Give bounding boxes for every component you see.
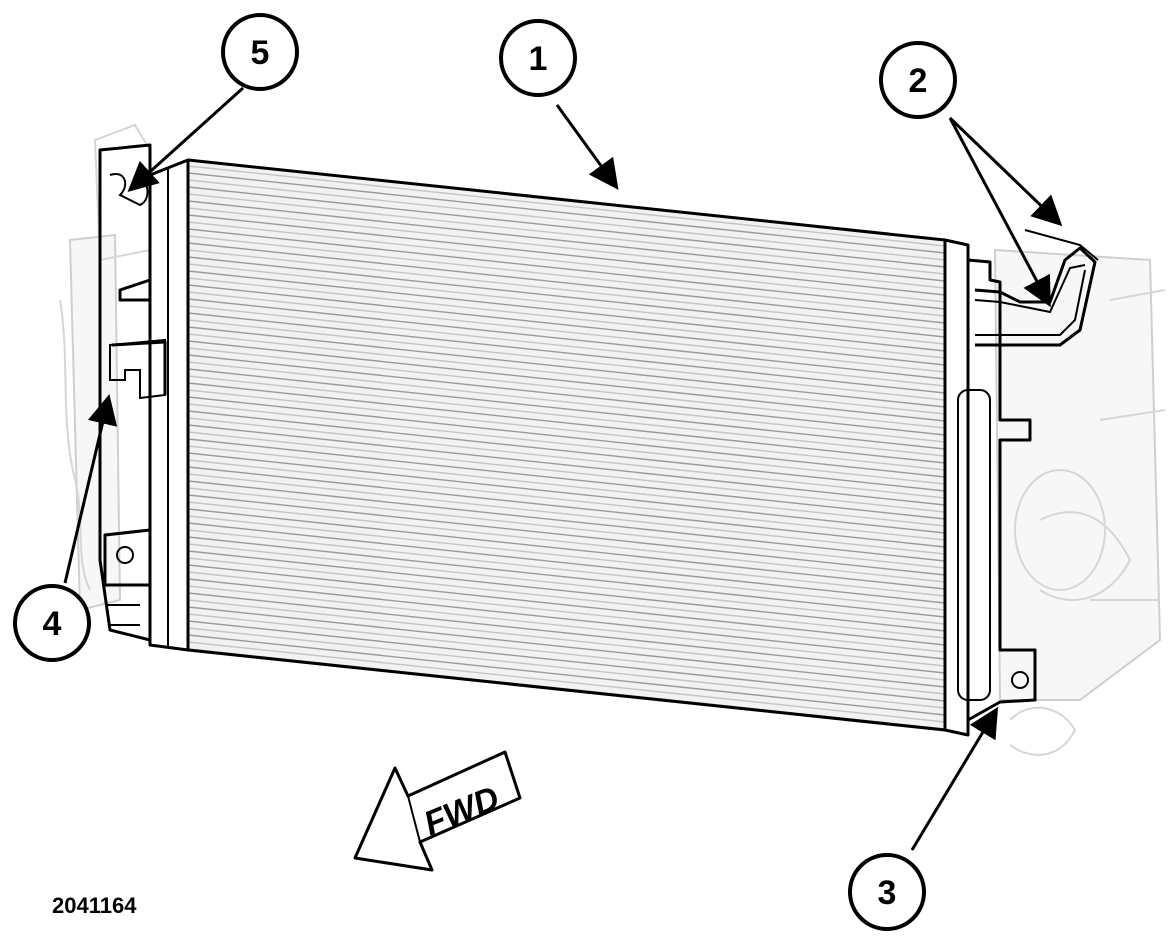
fin-line xyxy=(188,403,945,485)
fin-line xyxy=(188,564,945,646)
fin-line xyxy=(188,473,945,555)
fin-line xyxy=(188,172,945,254)
fin-line xyxy=(188,494,945,576)
fin-line xyxy=(188,445,945,527)
fin-line xyxy=(188,410,945,492)
fin-line xyxy=(188,221,945,303)
fin-line xyxy=(188,557,945,639)
fin-line xyxy=(188,228,945,310)
fin-line xyxy=(188,480,945,562)
fin-line xyxy=(188,249,945,331)
callout-2: 2 xyxy=(879,41,957,119)
leader-3 xyxy=(910,706,999,851)
fin-line xyxy=(188,613,945,695)
callout-3: 3 xyxy=(848,853,926,931)
fin-line xyxy=(188,263,945,345)
fin-line xyxy=(188,319,945,401)
fin-line xyxy=(188,312,945,394)
callout-1-label: 1 xyxy=(529,40,548,78)
leader-4 xyxy=(63,394,118,584)
leader-2a xyxy=(948,116,1063,227)
callout-5: 5 xyxy=(221,13,299,91)
callout-5-label: 5 xyxy=(251,34,270,72)
fin-line xyxy=(188,179,945,261)
fin-line xyxy=(188,207,945,289)
background-radiator xyxy=(59,123,1166,756)
fin-line xyxy=(188,501,945,583)
callout-4: 4 xyxy=(13,584,91,662)
fin-line xyxy=(188,466,945,548)
fin-line xyxy=(188,200,945,282)
fin-line xyxy=(188,354,945,436)
fin-line xyxy=(188,361,945,443)
fin-line xyxy=(188,340,945,422)
fin-line xyxy=(188,431,945,513)
fin-line xyxy=(188,522,945,604)
fin-line xyxy=(188,186,945,268)
fin-line xyxy=(188,592,945,674)
fin-line xyxy=(188,389,945,471)
fin-line xyxy=(188,235,945,317)
condenser-core xyxy=(186,158,947,732)
fin-line xyxy=(188,438,945,520)
fin-line xyxy=(188,515,945,597)
fin-line xyxy=(188,550,945,632)
fin-line xyxy=(188,375,945,457)
fin-line xyxy=(188,291,945,373)
callout-1: 1 xyxy=(499,19,577,97)
fin-line xyxy=(188,459,945,541)
fin-line xyxy=(188,298,945,380)
fin-line xyxy=(188,585,945,667)
forward-direction-arrow: FWD xyxy=(353,750,522,872)
leader-1 xyxy=(555,104,619,190)
fin-line xyxy=(188,634,945,716)
leader-5 xyxy=(127,86,245,193)
fin-line xyxy=(188,627,945,709)
fin-line xyxy=(188,368,945,450)
fin-line xyxy=(188,193,945,275)
fin-line xyxy=(188,578,945,660)
callout-2-label: 2 xyxy=(909,62,928,100)
fin-line xyxy=(188,508,945,590)
fin-line xyxy=(188,333,945,415)
fin-line xyxy=(188,536,945,618)
figure-id: 2041164 xyxy=(52,893,137,918)
fin-line xyxy=(188,382,945,464)
fin-line xyxy=(188,284,945,366)
fin-line xyxy=(188,347,945,429)
fin-line xyxy=(188,606,945,688)
right-tank xyxy=(943,229,1099,737)
fin-line xyxy=(188,529,945,611)
fin-line xyxy=(188,452,945,534)
fin-line xyxy=(188,305,945,387)
fin-line xyxy=(188,543,945,625)
fin-line xyxy=(188,571,945,653)
fin-line xyxy=(188,165,945,247)
callout-4-label: 4 xyxy=(43,605,62,643)
fin-line xyxy=(188,417,945,499)
fin-line xyxy=(188,256,945,338)
fin-line xyxy=(188,396,945,478)
fin-line xyxy=(188,270,945,352)
fin-line xyxy=(188,487,945,569)
fin-line xyxy=(188,620,945,702)
fin-line xyxy=(188,277,945,359)
fin-line xyxy=(188,242,945,324)
leader-2b xyxy=(948,117,1051,308)
fin-line xyxy=(188,214,945,296)
fin-line xyxy=(188,599,945,681)
fin-line xyxy=(188,424,945,506)
leader-arrows xyxy=(63,86,1063,851)
fin-line xyxy=(188,641,945,723)
fin-line xyxy=(188,326,945,408)
callout-3-label: 3 xyxy=(878,874,897,912)
